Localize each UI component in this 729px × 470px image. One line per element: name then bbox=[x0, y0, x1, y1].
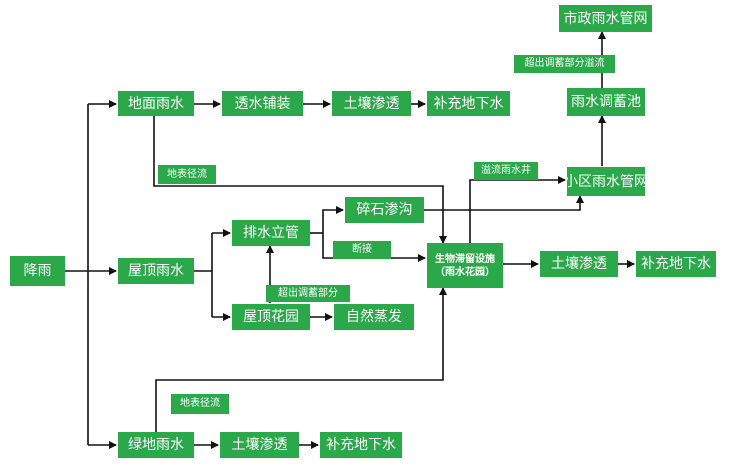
node-groundwater-3: 补充地下水 bbox=[320, 432, 402, 458]
label-excess-storage-2: 超出调蓄部分溢流 bbox=[514, 55, 615, 73]
node-groundwater-1: 补充地下水 bbox=[427, 91, 510, 116]
node-gravel-trench: 碎石渗沟 bbox=[345, 197, 424, 223]
edge-overflow bbox=[469, 176, 566, 243]
node-rain-storage: 雨水调蓄池 bbox=[567, 88, 645, 116]
node-downpipe: 排水立管 bbox=[232, 220, 310, 246]
node-municipal-pipe: 市政雨水管网 bbox=[559, 5, 652, 32]
edge-disconnect bbox=[322, 233, 426, 262]
node-natural-evaporation: 自然蒸发 bbox=[334, 304, 414, 330]
node-soil-infiltration-1: 土壤渗透 bbox=[332, 91, 411, 116]
edge-green-runoff bbox=[155, 287, 447, 433]
label-disconnect: 断接 bbox=[333, 241, 391, 259]
node-rainfall: 降雨 bbox=[10, 256, 65, 286]
node-soil-infiltration-2: 土壤渗透 bbox=[540, 251, 618, 277]
label-surface-runoff-1: 地表径流 bbox=[158, 165, 216, 184]
node-bioretention: 生物滞留设施 （雨水花园） bbox=[427, 243, 503, 288]
node-bioretention-line1: 生物滞留设施 bbox=[435, 253, 495, 265]
node-community-pipe: 小区雨水管网 bbox=[564, 167, 648, 196]
node-roof-garden: 屋顶花园 bbox=[232, 304, 310, 330]
label-surface-runoff-2: 地表径流 bbox=[171, 394, 229, 414]
edge-gravel-to-community bbox=[424, 195, 584, 211]
node-groundwater-2: 补充地下水 bbox=[636, 251, 716, 277]
node-permeable-paving: 透水铺装 bbox=[222, 91, 303, 116]
node-ground-rain: 地面雨水 bbox=[118, 91, 194, 116]
node-bioretention-line2: （雨水花园） bbox=[435, 266, 495, 278]
label-excess-storage-1: 超出调蓄部分 bbox=[266, 285, 350, 302]
label-overflow-well: 溢流雨水井 bbox=[474, 162, 538, 180]
node-roof-rain: 屋顶雨水 bbox=[118, 258, 194, 284]
node-green-rain: 绿地雨水 bbox=[118, 432, 194, 458]
node-soil-infiltration-3: 土壤渗透 bbox=[220, 432, 299, 458]
edge-to-gravel bbox=[322, 206, 344, 233]
edge-ground-runoff bbox=[153, 116, 447, 244]
